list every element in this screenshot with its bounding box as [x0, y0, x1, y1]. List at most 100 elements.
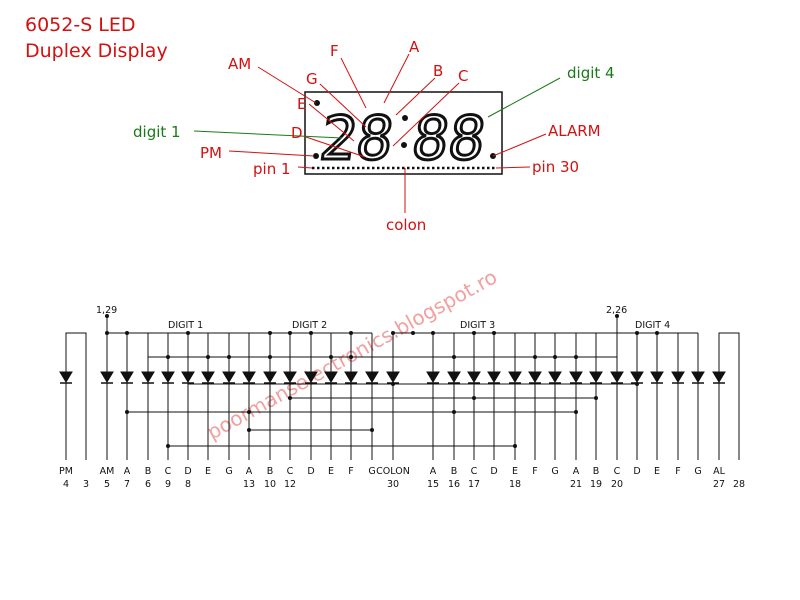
pin-name-label: PM [59, 466, 73, 477]
junction-dot [594, 396, 598, 400]
pin-name-label: A [430, 466, 437, 477]
label-digit1: digit 1 [133, 123, 181, 141]
label-am: AM [228, 55, 251, 73]
pin-name-label: E [512, 466, 518, 477]
colon-dot-bottom [401, 142, 407, 148]
pin-name-label: C [471, 466, 478, 477]
junction-dot [391, 331, 395, 335]
pin-number-label: 17 [468, 479, 480, 490]
diode-symbol [487, 371, 501, 383]
diode-symbol [100, 371, 114, 383]
pin-name-label: C [614, 466, 621, 477]
junction-dot [227, 355, 231, 359]
g-leader [319, 83, 367, 128]
pin-name-label: COLON [376, 466, 410, 477]
schematic-labels: 1,29 2,26 DIGIT 1 DIGIT 2 DIGIT 3 DIGIT … [96, 305, 670, 331]
title-line-1: 6052-S LED [25, 14, 136, 36]
label-d: D [291, 124, 303, 142]
junction-dot [125, 410, 129, 414]
junction-dot [349, 331, 353, 335]
pin30-leader [495, 166, 531, 169]
junction-dot [574, 410, 578, 414]
callout-lines [193, 53, 561, 213]
pin1-leader [297, 166, 313, 169]
diode-symbol [447, 371, 461, 383]
diode-symbol [548, 371, 562, 383]
junction-dot [452, 410, 456, 414]
junction-dot [125, 331, 129, 335]
pin-name-label: G [225, 466, 232, 477]
diode-symbol [181, 371, 195, 383]
diode-symbol [610, 371, 624, 383]
junction-dot [533, 355, 537, 359]
pm-dot [313, 153, 319, 159]
pin-name-label: B [145, 466, 152, 477]
diode-symbol [263, 371, 277, 383]
junction-dot [513, 444, 517, 448]
diode-symbol [630, 371, 644, 383]
pin-name-label: B [593, 466, 600, 477]
pin-number-label: 21 [570, 479, 582, 490]
diode-symbol [59, 371, 73, 383]
junction-dot [370, 428, 374, 432]
diode-symbol [508, 371, 522, 383]
pin-number-label: 30 [387, 479, 399, 490]
callout-labels: AM F A G B E C D digit 1 digit 4 PM ALAR… [133, 38, 615, 234]
diode-symbol [650, 371, 664, 383]
pin-name-label: F [348, 466, 353, 477]
pin-number-label: 15 [427, 479, 439, 490]
label-alarm: ALARM [548, 122, 601, 140]
label-g: G [306, 70, 318, 88]
diode-symbol [304, 371, 318, 383]
pin-number-label: 5 [104, 479, 110, 490]
junction-dot [615, 314, 619, 318]
label-colon: colon [386, 216, 426, 234]
junction-dot [247, 410, 251, 414]
pin-name-label: F [532, 466, 537, 477]
junction-dot [635, 331, 639, 335]
junction-dot [431, 331, 435, 335]
colon-dot-top [402, 115, 408, 121]
pin-number-label: 19 [590, 479, 602, 490]
pin-number-label: 28 [733, 479, 745, 490]
diode-symbol [242, 371, 256, 383]
c-leader [392, 82, 460, 147]
pin-name-label: G [551, 466, 558, 477]
junction-dot [186, 331, 190, 335]
pin-name-label: AM [100, 466, 115, 477]
junction-dot [452, 355, 456, 359]
watermark: poormanselectronics.blogspot.ro [203, 265, 501, 445]
diode-symbol [365, 371, 379, 383]
pin-number-label: 3 [83, 479, 89, 490]
diode-symbol [426, 371, 440, 383]
d-leader [305, 136, 366, 158]
pin-number-label: 18 [509, 479, 521, 490]
pin-name-label: E [654, 466, 660, 477]
junction-dot [574, 355, 578, 359]
junction-dot [553, 355, 557, 359]
e-leader [308, 103, 355, 142]
pin-name-label: G [694, 466, 701, 477]
led-display: 28 88 [304, 91, 503, 175]
junction-dot [655, 331, 659, 335]
pin-name-label: A [124, 466, 131, 477]
junction-dot [105, 331, 109, 335]
digit1-leader [193, 130, 343, 139]
junction-dot [329, 355, 333, 359]
label-pm: PM [200, 144, 222, 162]
diode-symbol [691, 371, 705, 383]
pin-number-label: 6 [145, 479, 151, 490]
junction-dot [492, 331, 496, 335]
diode-symbol [344, 371, 358, 383]
display-digits-left: 28 [316, 104, 398, 174]
schematic [59, 314, 740, 460]
pin-number-label: 12 [284, 479, 296, 490]
top-right-pin-label: 2,26 [606, 305, 627, 316]
pin-number-label: 16 [448, 479, 460, 490]
alarm-leader [492, 133, 547, 157]
am-leader [257, 66, 317, 104]
pin-number-label: 27 [713, 479, 725, 490]
diode-symbol [222, 371, 236, 383]
label-b: B [433, 62, 443, 80]
